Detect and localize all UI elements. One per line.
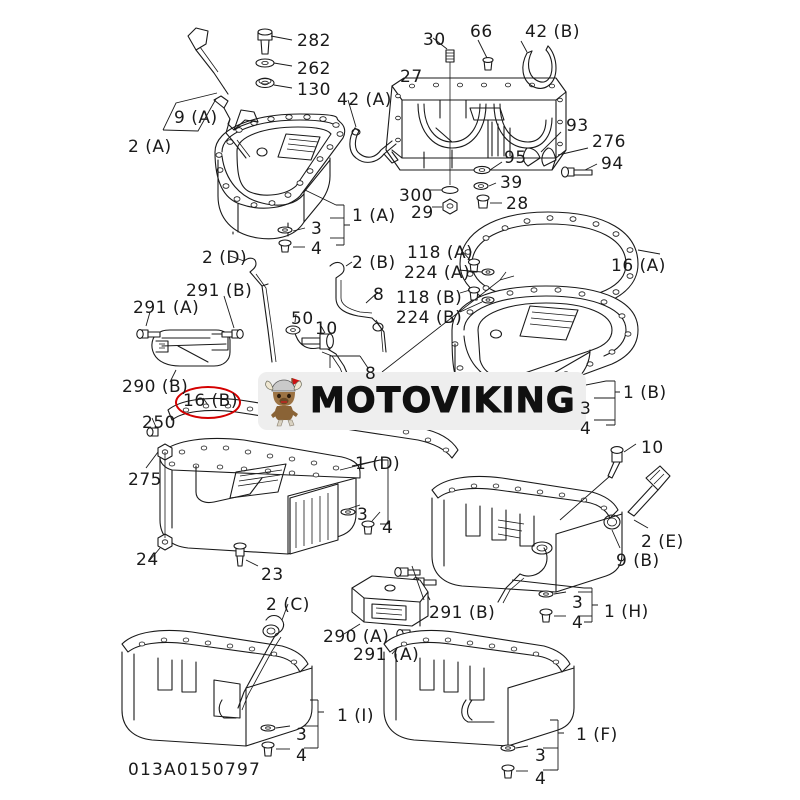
callout-4: 4 bbox=[535, 769, 547, 789]
callout-3: 3 bbox=[357, 505, 369, 525]
callout-4: 4 bbox=[572, 613, 584, 633]
callout-2A: 2 (A) bbox=[128, 137, 172, 157]
callout-118B: 118 (B) bbox=[396, 288, 463, 308]
seal-93-276-bolt-94 bbox=[522, 131, 598, 178]
callout-276: 276 bbox=[592, 132, 626, 152]
callout-1H: 1 (H) bbox=[604, 602, 649, 622]
callout-42A: 42 (A) bbox=[337, 90, 392, 110]
drawing-number: 013A0150797 bbox=[128, 760, 261, 780]
callout-3: 3 bbox=[580, 399, 592, 419]
callout-2C: 2 (C) bbox=[266, 595, 310, 615]
callout-30: 30 bbox=[423, 30, 446, 50]
oil-pan-1D bbox=[145, 397, 459, 567]
callout-3: 3 bbox=[311, 219, 323, 239]
callout-291A: 291 (A) bbox=[353, 645, 420, 665]
callout-118A: 118 (A) bbox=[407, 243, 474, 263]
callout-94: 94 bbox=[601, 154, 624, 174]
callout-4: 4 bbox=[296, 746, 308, 766]
callout-224A: 224 (A) bbox=[404, 263, 471, 283]
callout-2D: 2 (D) bbox=[202, 248, 248, 268]
bracket-290B bbox=[136, 295, 244, 383]
callout-3: 3 bbox=[535, 746, 547, 766]
washers-95-39-bolt-28 bbox=[473, 161, 503, 209]
oil-pan-1A bbox=[214, 113, 346, 240]
callout-2B: 2 (B) bbox=[352, 253, 396, 273]
callout-24: 24 bbox=[136, 550, 159, 570]
callout-8: 8 bbox=[373, 285, 385, 305]
callout-28: 28 bbox=[506, 194, 529, 214]
callout-8: 8 bbox=[365, 364, 377, 384]
callout-290A: 290 (A) bbox=[323, 627, 390, 647]
callout-9B: 9 (B) bbox=[616, 551, 660, 571]
callout-262: 262 bbox=[297, 59, 331, 79]
callout-290B: 290 (B) bbox=[122, 377, 189, 397]
callout-291B: 291 (B) bbox=[429, 603, 496, 623]
plug-66 bbox=[477, 39, 494, 71]
callout-16A: 16 (A) bbox=[611, 256, 666, 276]
callout-1I: 1 (I) bbox=[337, 706, 374, 726]
callout-1B: 1 (B) bbox=[623, 383, 667, 403]
oil-pan-1I bbox=[121, 603, 324, 757]
callout-93: 93 bbox=[566, 116, 589, 136]
callout-4: 4 bbox=[382, 518, 394, 538]
motoviking-watermark: MOTOVIKING bbox=[258, 372, 586, 430]
oil-pan-1H bbox=[412, 443, 671, 623]
callout-300: 300 bbox=[399, 186, 433, 206]
callout-291B: 291 (B) bbox=[186, 281, 253, 301]
oil-pipe-group bbox=[229, 250, 515, 395]
ladder-frame-27 bbox=[385, 77, 567, 171]
viking-bulldog-mascot-icon bbox=[265, 378, 302, 427]
callout-9A: 9 (A) bbox=[174, 108, 218, 128]
callout-3: 3 bbox=[296, 725, 308, 745]
callout-1D: 1 (D) bbox=[355, 454, 401, 474]
callout-4: 4 bbox=[580, 419, 592, 439]
callout-282: 282 bbox=[297, 31, 331, 51]
callout-29: 29 bbox=[411, 203, 434, 223]
callout-39: 39 bbox=[500, 173, 523, 193]
bracket-1A-fasteners bbox=[277, 189, 350, 253]
hose-42A bbox=[347, 99, 399, 164]
callout-224B: 224 (B) bbox=[396, 308, 463, 328]
fastener-stack-282-262-130 bbox=[255, 28, 293, 89]
callout-275: 275 bbox=[128, 470, 162, 490]
callout-2E: 2 (E) bbox=[641, 532, 684, 552]
callout-1F: 1 (F) bbox=[576, 725, 618, 745]
callout-42B: 42 (B) bbox=[525, 22, 580, 42]
callout-10: 10 bbox=[641, 438, 664, 458]
callout-4: 4 bbox=[311, 239, 323, 259]
oil-pan-1F bbox=[383, 629, 575, 779]
watermark-text: MOTOVIKING bbox=[310, 381, 576, 422]
callout-3: 3 bbox=[572, 593, 584, 613]
callout-130: 130 bbox=[297, 80, 331, 100]
dipstick-assembly-2A bbox=[162, 27, 259, 159]
callout-291A: 291 (A) bbox=[133, 298, 200, 318]
callout-10: 10 bbox=[315, 319, 338, 339]
callout-66: 66 bbox=[470, 22, 493, 42]
callout-95: 95 bbox=[504, 148, 527, 168]
callout-27: 27 bbox=[400, 67, 423, 87]
callout-250: 250 bbox=[142, 413, 176, 433]
hose-42B bbox=[520, 40, 557, 89]
callout-50: 50 bbox=[291, 309, 314, 329]
callout-16B: 16 (B) bbox=[183, 391, 238, 411]
callout-23: 23 bbox=[261, 565, 284, 585]
callout-1A: 1 (A) bbox=[352, 206, 396, 226]
pin-30-300-29 bbox=[428, 37, 459, 215]
